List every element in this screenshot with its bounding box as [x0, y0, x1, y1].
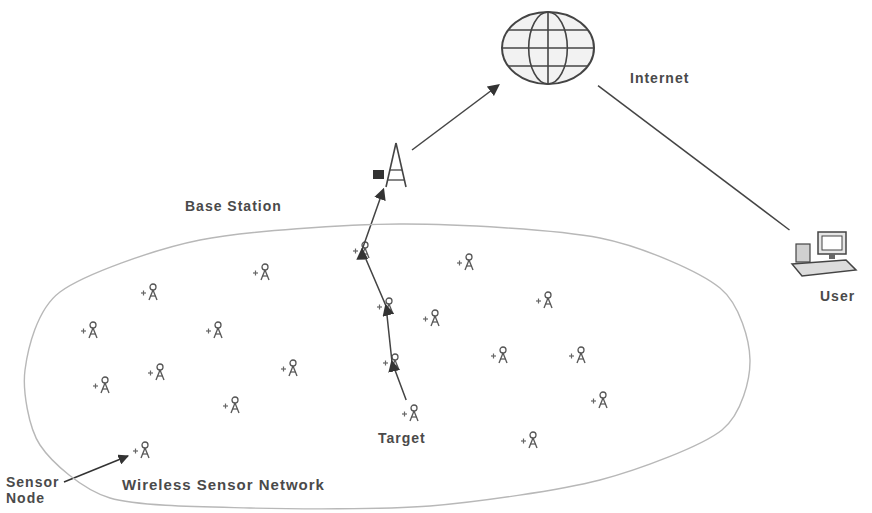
sensor-node — [353, 242, 369, 258]
base-station: Base Station — [372, 140, 412, 190]
node-label: User — [820, 288, 855, 304]
target-node: Target — [400, 400, 422, 426]
sensor-node — [491, 347, 507, 363]
link-arrow — [412, 86, 498, 151]
blob-outline — [20, 220, 755, 510]
network-region: Wireless Sensor Network Target — [20, 220, 755, 510]
sensor-node — [223, 397, 239, 413]
sensor-node — [423, 310, 439, 326]
sensor-node — [457, 254, 473, 270]
node-label: Target — [378, 430, 426, 446]
globe-outline — [498, 8, 598, 88]
node-label: Base Station — [185, 198, 282, 214]
sensor-node — [377, 298, 393, 314]
sensor-node — [569, 347, 585, 363]
sensor-nodes — [81, 242, 607, 458]
sensor-node — [93, 377, 109, 393]
link-arrow — [362, 190, 406, 400]
computer-outline — [788, 230, 860, 282]
sensor-node — [591, 392, 607, 408]
user-computer: User — [788, 230, 860, 282]
node-label: Wireless Sensor Network — [122, 476, 325, 493]
sensor-node — [206, 322, 222, 338]
sensor-node — [253, 264, 269, 280]
sensor-node — [521, 432, 537, 448]
sensor-node — [536, 292, 552, 308]
internet-globe: Internet — [498, 8, 598, 88]
sensor-node — [141, 284, 157, 300]
link-arrow — [598, 86, 790, 230]
sensor-node — [148, 364, 164, 380]
antenna-outline — [372, 140, 412, 190]
sensor-node — [281, 360, 297, 376]
callout-label: Sensor Node — [6, 474, 68, 506]
sensor-outline — [400, 400, 422, 426]
sensor-node — [133, 442, 149, 458]
sensor-node — [81, 322, 97, 338]
node-label: Internet — [630, 70, 689, 86]
